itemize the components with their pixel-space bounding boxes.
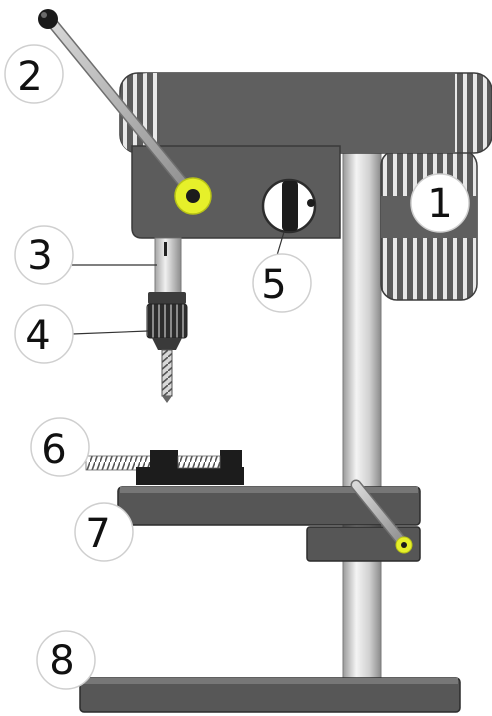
callout-8: 8 [36, 630, 96, 690]
callout-7: 7 [74, 502, 134, 562]
callout-6-number: 6 [41, 427, 66, 473]
callout-2: 2 [4, 44, 64, 104]
column [342, 145, 382, 683]
callout-8-number: 8 [49, 638, 74, 684]
feed-handle[interactable] [38, 9, 212, 215]
head-top-cap [119, 72, 492, 154]
base [79, 677, 461, 713]
callout-1: 1 [410, 173, 470, 233]
drill-bit [161, 349, 173, 403]
callout-5-number: 5 [261, 262, 286, 308]
callout-5: 5 [252, 253, 312, 313]
callout-3: 3 [14, 225, 74, 285]
callout-3-number: 3 [27, 233, 52, 279]
chuck [146, 292, 188, 350]
callout-6: 6 [30, 417, 90, 477]
work-table [117, 486, 421, 562]
table-lock-handle[interactable] [350, 479, 413, 554]
callout-1-number: 1 [427, 181, 452, 227]
callout-4: 4 [14, 304, 74, 364]
spindle [154, 237, 182, 297]
callout-7-number: 7 [85, 511, 110, 557]
callout-4-number: 4 [25, 313, 50, 359]
callout-2-number: 2 [17, 54, 42, 100]
vise [85, 450, 244, 485]
speed-knob[interactable] [261, 178, 317, 234]
